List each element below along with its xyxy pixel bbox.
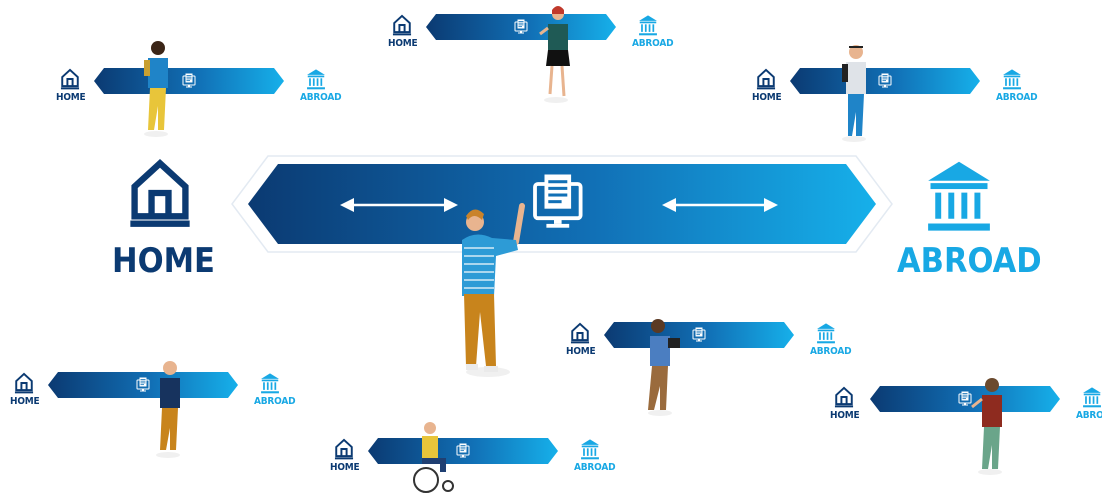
person-bottom-left bbox=[156, 361, 180, 458]
mini-exchange-bar bbox=[368, 438, 558, 464]
mini-institution-icon bbox=[581, 439, 599, 460]
mini-abroad-label: ABROAD bbox=[254, 396, 296, 407]
person-top-left bbox=[144, 41, 168, 137]
mini-home-icon bbox=[59, 68, 81, 91]
main-exchange-bar bbox=[231, 155, 893, 253]
main-home-label: HOME bbox=[112, 241, 215, 281]
mini-home-icon bbox=[333, 438, 355, 461]
main-home-icon bbox=[124, 157, 196, 229]
main-abroad-group: ABROAD bbox=[893, 157, 1042, 282]
mini-institution-icon bbox=[307, 69, 325, 90]
main-institution-icon bbox=[928, 161, 990, 231]
left-double-arrow bbox=[340, 198, 458, 212]
mini-exchange-bar bbox=[48, 372, 238, 398]
person-mid-right bbox=[648, 319, 680, 416]
person-top-right bbox=[842, 45, 866, 142]
main-home-group: HOME bbox=[112, 157, 215, 282]
mini-institution-icon bbox=[1083, 387, 1101, 408]
mini-exchange-bar bbox=[870, 386, 1060, 412]
mini-institution-icon bbox=[1003, 69, 1021, 90]
mini-abroad-label: ABROAD bbox=[1076, 410, 1102, 421]
mini-home-icon bbox=[833, 386, 855, 409]
mini-exchange-bar bbox=[604, 322, 794, 348]
mini-institution-icon bbox=[261, 373, 279, 394]
mini-home-label: HOME bbox=[10, 396, 40, 407]
mini-home-label: HOME bbox=[330, 462, 360, 473]
mini-home-label: HOME bbox=[830, 410, 860, 421]
mini-home-icon bbox=[569, 322, 591, 345]
mini-home-label: HOME bbox=[388, 38, 418, 49]
mini-abroad-label: ABROAD bbox=[996, 92, 1038, 103]
right-double-arrow bbox=[662, 198, 778, 212]
mini-exchange-bar bbox=[94, 68, 284, 94]
mini-home-icon bbox=[391, 14, 413, 37]
mini-home-icon bbox=[755, 68, 777, 91]
person-bottom-right bbox=[971, 378, 1002, 475]
main-abroad-label: ABROAD bbox=[897, 241, 1042, 281]
person-top-center bbox=[539, 6, 570, 103]
mini-abroad-label: ABROAD bbox=[574, 462, 616, 473]
mini-exchange-bar bbox=[426, 14, 616, 40]
person-pointing bbox=[462, 203, 525, 377]
mini-institution-icon bbox=[817, 323, 835, 344]
mini-home-icon bbox=[13, 372, 35, 395]
mini-abroad-label: ABROAD bbox=[810, 346, 852, 357]
mini-exchange-bar bbox=[790, 68, 980, 94]
mini-abroad-label: ABROAD bbox=[300, 92, 342, 103]
person-wheelchair bbox=[413, 422, 454, 493]
mini-home-label: HOME bbox=[752, 92, 782, 103]
mini-abroad-label: ABROAD bbox=[632, 38, 674, 49]
mini-home-label: HOME bbox=[56, 92, 86, 103]
mini-home-label: HOME bbox=[566, 346, 596, 357]
mini-institution-icon bbox=[639, 15, 657, 36]
